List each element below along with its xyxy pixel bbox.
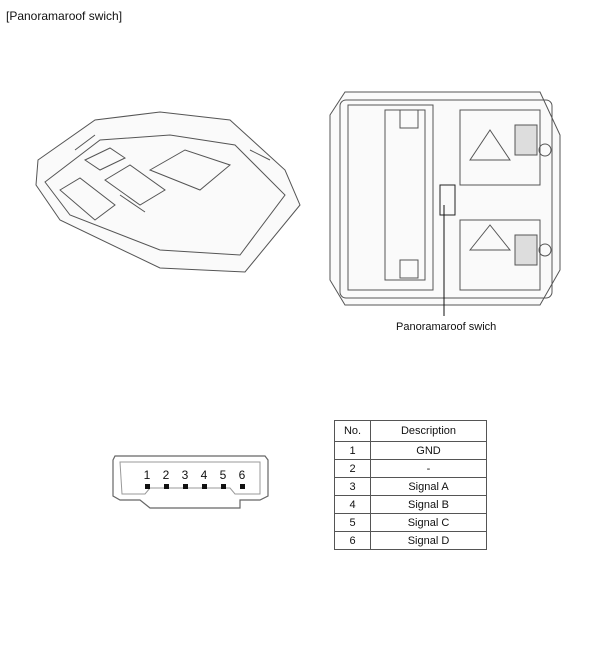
pin-label-4: 4: [200, 468, 208, 482]
pin-terminal: [145, 484, 150, 489]
pin-description: Signal B: [370, 495, 487, 514]
pin-terminal: [164, 484, 169, 489]
pin-label-5: 5: [219, 468, 227, 482]
pin-description: -: [370, 459, 487, 478]
pin-terminal: [202, 484, 207, 489]
pin-label-6: 6: [238, 468, 246, 482]
pin-number: 3: [334, 477, 371, 496]
pin-number: 1: [334, 441, 371, 460]
overhead-console-drawings: [35, 91, 561, 316]
pin-label-1: 1: [143, 468, 151, 482]
connector-outline: [112, 455, 269, 509]
console-perspective-view: [35, 111, 301, 273]
diagram-title: [Panoramaroof swich]: [6, 9, 123, 23]
pin-description: Signal C: [370, 513, 487, 532]
pin-terminal: [221, 484, 226, 489]
pin-description: Signal D: [370, 531, 487, 550]
pin-description: Signal A: [370, 477, 487, 496]
pin-number: 6: [334, 531, 371, 550]
console-top-view: [329, 91, 561, 306]
pin-terminal: [183, 484, 188, 489]
pin-description: GND: [370, 441, 487, 460]
table-row: 2-: [334, 459, 487, 478]
table-header-row: No. Description: [334, 420, 487, 442]
pin-number: 2: [334, 459, 371, 478]
pin-number: 5: [334, 513, 371, 532]
callout-label: Panoramaroof swich: [396, 321, 497, 333]
header-no: No.: [334, 420, 371, 442]
pin-number: 4: [334, 495, 371, 514]
header-description: Description: [370, 420, 487, 442]
pin-terminal: [240, 484, 245, 489]
pin-label-2: 2: [162, 468, 170, 482]
pin-label-3: 3: [181, 468, 189, 482]
